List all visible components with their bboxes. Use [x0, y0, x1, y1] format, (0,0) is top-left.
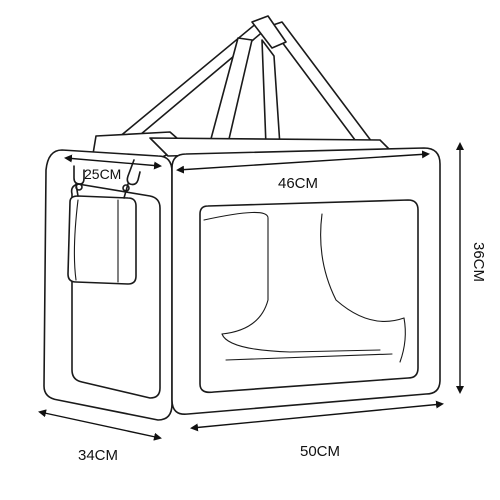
dimension-label-base-depth: 34CM — [78, 447, 118, 464]
dimension-label-base-length: 50CM — [300, 443, 340, 460]
mesh-window — [203, 211, 406, 363]
dimension-height: 36CM — [456, 142, 487, 394]
dimension-label-top-depth: 25CM — [84, 166, 121, 182]
strap-clips — [73, 159, 141, 199]
dimension-top-depth: 25CM — [64, 154, 162, 182]
dimension-label-height: 36CM — [470, 242, 487, 282]
dimension-label-top-length: 46CM — [278, 175, 318, 192]
shoulder-strap — [117, 15, 379, 153]
dimension-base-length: 50CM — [190, 400, 444, 460]
dimension-top-length: 46CM — [176, 150, 430, 192]
dimension-base-depth: 34CM — [38, 409, 162, 464]
carrier-side-panel — [43, 149, 173, 421]
side-pouch — [67, 195, 137, 285]
